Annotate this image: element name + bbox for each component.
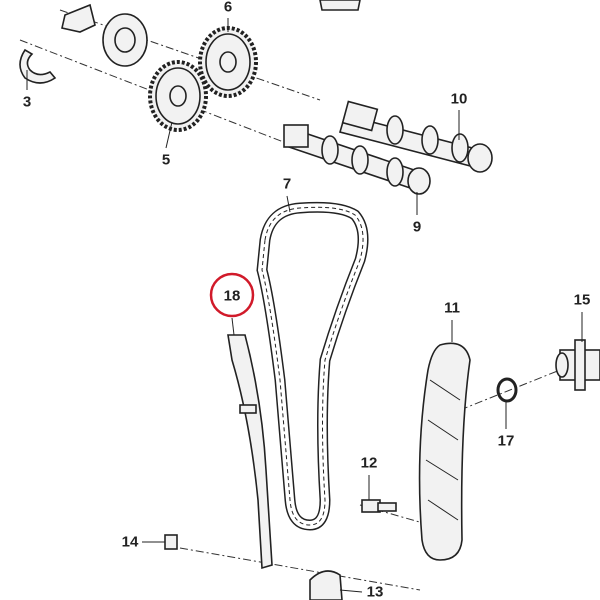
leader-lines: [26, 18, 583, 593]
bracket-part: [319, 0, 361, 11]
bracket-part: [61, 3, 96, 33]
callout-9: 9: [412, 218, 422, 236]
guide-ribs: [425, 379, 461, 521]
sprocket-part-5: [148, 60, 208, 132]
guide-pin: [239, 404, 257, 414]
callout-3: 3: [22, 93, 32, 111]
timing-chain-part-7: [256, 201, 369, 531]
bolt-part-14: [164, 534, 178, 550]
tensioner-guide-part-11: [418, 342, 471, 561]
cam-phaser: [102, 13, 148, 67]
bolt-part-12: [361, 499, 397, 513]
camshaft-part-10: [338, 100, 493, 173]
tensioner-part-15: [555, 339, 600, 391]
callout-14: 14: [121, 533, 139, 551]
callout-18: 18: [223, 287, 241, 305]
axis-line: [59, 9, 321, 101]
guide-part-13: [309, 570, 343, 600]
callout-5: 5: [161, 151, 171, 169]
callout-11: 11: [444, 299, 460, 317]
highlight-circle: [209, 272, 255, 318]
callout-17: 17: [497, 432, 515, 450]
chain-guide-part-18: [227, 334, 273, 570]
callout-6: 6: [223, 0, 233, 16]
callout-12: 12: [360, 454, 378, 472]
axis-line: [179, 547, 421, 591]
clip-part-3: [19, 48, 57, 84]
callout-7: 7: [282, 175, 292, 193]
sprocket-part-6: [198, 26, 258, 98]
callout-10: 10: [450, 90, 468, 108]
camshaft-part-9: [283, 124, 431, 195]
o-ring-part-17: [496, 377, 518, 403]
axis-line: [459, 369, 561, 411]
callout-15: 15: [573, 291, 591, 309]
callout-13: 13: [366, 583, 384, 600]
